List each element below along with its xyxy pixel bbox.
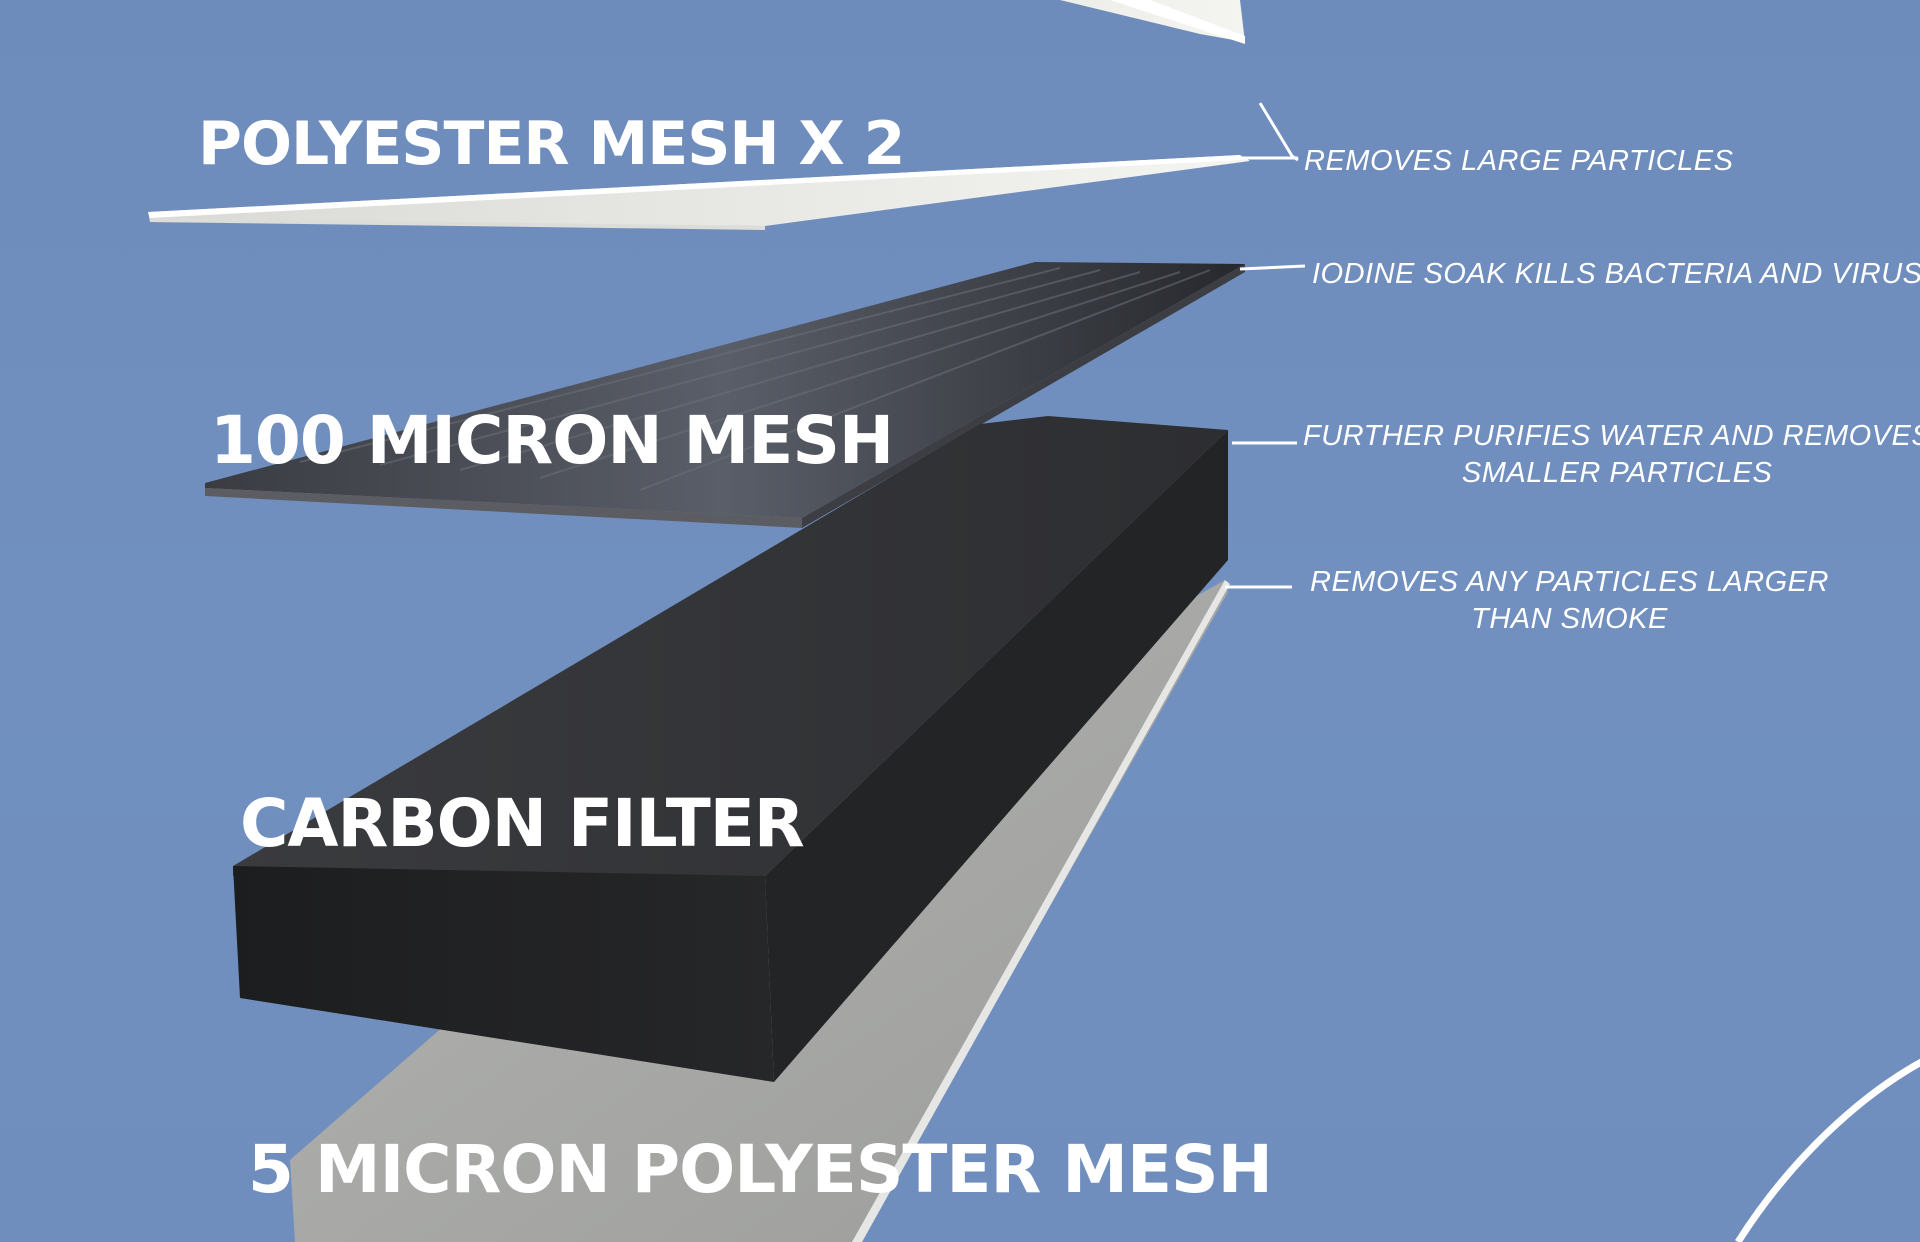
polyester-mesh-label: POLYESTER MESH X 2 xyxy=(198,109,905,179)
five-micron-mesh-label: 5 MICRON POLYESTER MESH xyxy=(248,1131,1273,1208)
callout-line: SMALLER PARTICLES xyxy=(1461,457,1773,489)
callout-line: FURTHER PURIFIES WATER AND REMOVES xyxy=(1303,420,1920,452)
callout-removes-particles-larger-than-smoke: REMOVES ANY PARTICLES LARGER THAN SMOKE xyxy=(1310,564,1829,638)
top-mesh-sheet xyxy=(530,0,1245,44)
corner-arc-decoration xyxy=(1735,1058,1920,1242)
carbon-filter-block xyxy=(233,416,1228,1082)
callout-line: REMOVES ANY PARTICLES LARGER xyxy=(1310,566,1829,598)
callout-leader-lines xyxy=(1225,102,1306,589)
polyester-mesh-sheet xyxy=(148,155,1250,230)
callout-line: THAN SMOKE xyxy=(1471,603,1668,635)
micron-mesh-sheet xyxy=(205,262,1245,528)
carbon-filter-label: CARBON FILTER xyxy=(240,785,805,862)
callout-further-purifies: FURTHER PURIFIES WATER AND REMOVES SMALL… xyxy=(1303,418,1920,492)
micron-mesh-label: 100 MICRON MESH xyxy=(210,402,894,479)
callout-iodine-soak: IODINE SOAK KILLS BACTERIA AND VIRUSES xyxy=(1312,258,1920,290)
callout-removes-large-particles: REMOVES LARGE PARTICLES xyxy=(1304,145,1734,177)
